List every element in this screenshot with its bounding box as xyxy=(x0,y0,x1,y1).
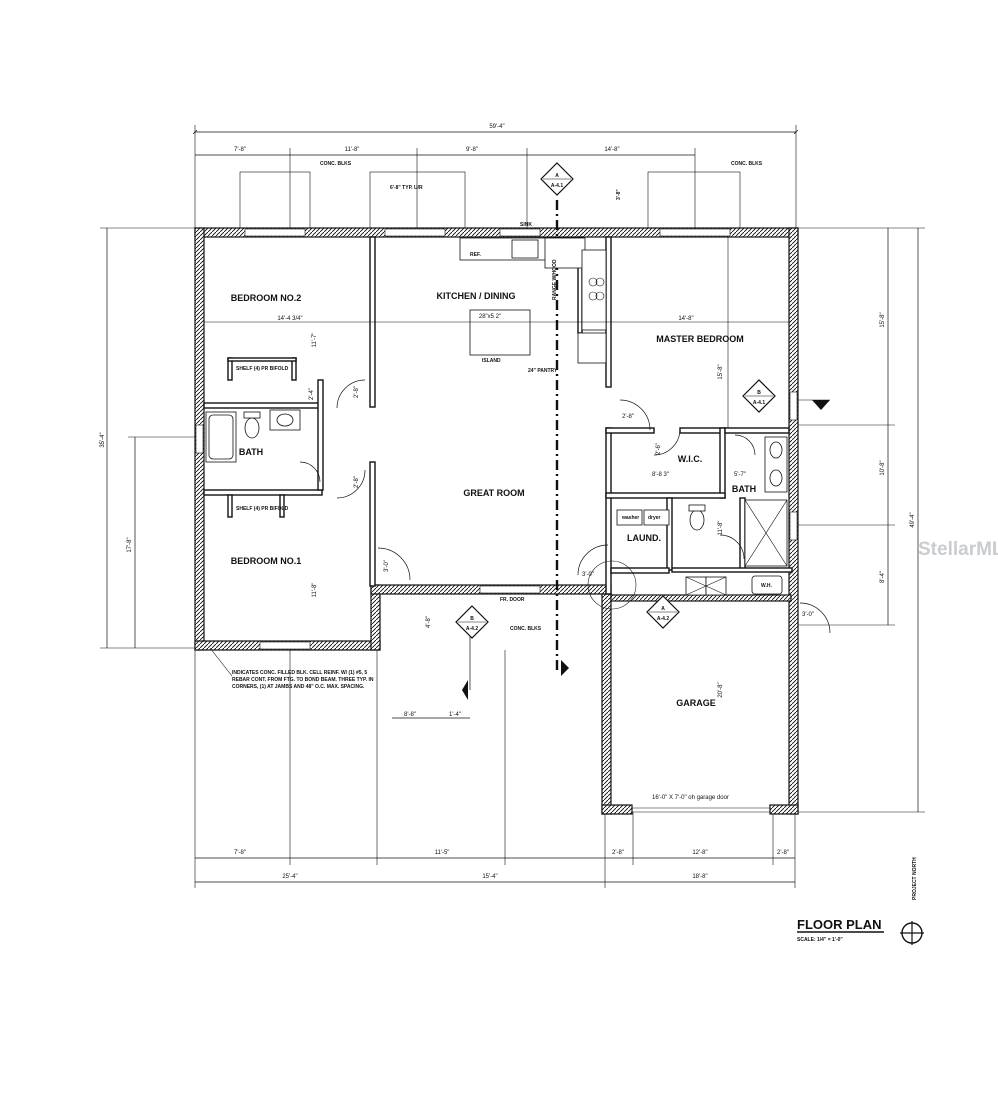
svg-text:A-4.2: A-4.2 xyxy=(657,616,669,622)
title-block: FLOOR PLAN SCALE: 1/4" = 1'-0" PROJECT N… xyxy=(797,857,924,945)
bottom-a-5: 2'-8" xyxy=(777,850,789,856)
bedroom2-width: 14'-4 3/4" xyxy=(277,316,302,322)
section-a-top-marker: A A-4.1 xyxy=(540,162,574,196)
north-arrow-icon xyxy=(900,921,924,945)
master-door-width: 2'-8" xyxy=(622,414,634,420)
windows xyxy=(195,228,798,650)
porch-dim-2: 1'-4" xyxy=(449,712,461,718)
conc-blk-note-1: CONC. BLKS xyxy=(320,161,352,167)
washer-note: washer xyxy=(621,515,639,521)
room-kitchen-dining: KITCHEN / DINING xyxy=(436,291,515,301)
left-dimensions: 35'-4" 17'-8" xyxy=(100,227,198,649)
shelf-note-2: SHELF (4) PR BIFOLD xyxy=(236,506,289,512)
top-seg-2: 11'-8" xyxy=(345,147,360,153)
bedroom2-door-width: 2'-8" xyxy=(354,386,360,398)
island-dim: 28"x5 2" xyxy=(479,314,501,320)
section-a-mid-marker: A A-4.2 xyxy=(646,595,680,629)
room-bedroom-2: BEDROOM NO.2 xyxy=(231,293,302,303)
room-great-room: GREAT ROOM xyxy=(463,488,524,498)
wic-width: 8'-8 3" xyxy=(652,472,669,478)
bedroom1-door-width: 2'-8" xyxy=(354,476,360,488)
bottom-a-4: 12'-8" xyxy=(692,850,707,856)
legend-note-text: INDICATES CONC. FILLED BLK. CELL REINF. … xyxy=(232,670,374,690)
section-markers: A A-4.1 B A-4.1 A A-4.2 B A-4.2 xyxy=(455,162,830,639)
closet-width: 5'-7" xyxy=(734,472,746,478)
bedroom2-depth: 11'-7" xyxy=(312,333,318,348)
plan-title: FLOOR PLAN xyxy=(797,917,882,932)
bedroom1-depth: 11'-8" xyxy=(312,583,318,598)
right-seg-2: 10'-8" xyxy=(880,460,886,475)
doors xyxy=(299,379,831,634)
conc-blk-note-3: CONC. BLKS xyxy=(510,626,542,632)
svg-text:A: A xyxy=(661,606,665,612)
section-b-right-marker: B A-4.1 xyxy=(742,379,830,413)
top-small-dim: 3'-8" xyxy=(616,189,622,200)
right-dimensions: 49'-4" 15'-8" 10'-8" 8'-4" xyxy=(798,227,925,813)
conc-blk-note-2: CONC. BLKS xyxy=(731,161,763,167)
fr-door-note: FR. DOOR xyxy=(500,597,525,603)
legend-note: INDICATES CONC. FILLED BLK. CELL REINF. … xyxy=(209,647,374,690)
bottom-a-2: 11'-5" xyxy=(435,850,450,856)
right-seg-1: 15'-8" xyxy=(880,312,886,327)
room-bath-2: BATH xyxy=(732,484,756,494)
svg-text:A-4.1: A-4.1 xyxy=(753,400,765,406)
interior-notes: 14'-4 3/4" 14'-8" 28"x5 2" ISLAND 24" PA… xyxy=(204,222,814,801)
bottom-b-1: 25'-4" xyxy=(282,874,297,880)
wic-door-width: 2'-6" xyxy=(656,443,662,455)
bottom-a-3: 2'-8" xyxy=(612,850,624,856)
svg-text:A: A xyxy=(555,173,559,179)
front-door-width: 3'-0" xyxy=(384,560,390,572)
top-seg-4: 14'-8" xyxy=(604,147,619,153)
master-width: 14'-8" xyxy=(678,316,693,322)
north-label: PROJECT NORTH xyxy=(912,857,918,900)
garage-side-door: 3'-0" xyxy=(802,612,814,618)
island-note: ISLAND xyxy=(482,358,501,364)
porch-depth-dim: 4'-8" xyxy=(426,616,432,628)
room-wic: W.I.C. xyxy=(678,454,703,464)
dryer-note: dryer xyxy=(648,515,661,521)
garage-depth: 20'-8" xyxy=(718,682,724,697)
room-laundry: LAUND. xyxy=(627,533,661,543)
porch-dim: 8'-8" xyxy=(404,712,416,718)
room-labels: BEDROOM NO.2 KITCHEN / DINING MASTER BED… xyxy=(231,291,756,708)
svg-text:B: B xyxy=(757,390,761,396)
bath-depth: 11'-8" xyxy=(718,521,724,536)
garage-entry-door: 3'-0" xyxy=(582,572,594,578)
stellarmls-watermark: StellarMLS xyxy=(918,539,998,560)
room-master-bedroom: MASTER BEDROOM xyxy=(656,334,744,344)
svg-text:B: B xyxy=(470,616,474,622)
master-depth: 15'-8" xyxy=(718,364,724,379)
top-seg-3: 9'-8" xyxy=(466,147,478,153)
top-seg-1: 7'-8" xyxy=(234,147,246,153)
fixtures xyxy=(205,237,788,596)
top-dimensions: 59'-4" 7'-8" 11'-8" 9'-8" 14'-8" CONC. B… xyxy=(195,124,796,232)
range-note: RANGE W/HOOD xyxy=(552,259,558,300)
sink-note: SINK xyxy=(520,222,532,228)
section-b-bottom-marker: B A-4.2 xyxy=(455,605,489,639)
room-garage: GARAGE xyxy=(676,698,716,708)
bottom-a-1: 7'-8" xyxy=(234,850,246,856)
room-bedroom-1: BEDROOM NO.1 xyxy=(231,556,302,566)
shelf-note-1: SHELF (4) PR BIFOLD xyxy=(236,366,289,372)
bottom-dimensions: 7'-8" 11'-5" 2'-8" 12'-8" 2'-8" 25'-4" 1… xyxy=(194,616,796,888)
garage-door-note: 16'-0" X 7'-0" oh garage door xyxy=(652,795,729,801)
ref-note: REF. xyxy=(470,252,481,258)
bottom-b-2: 15'-4" xyxy=(482,874,497,880)
right-overall-dim: 49'-4" xyxy=(910,512,916,527)
pantry-note: 24" PANTRY xyxy=(528,368,558,374)
left-partial-dim: 17'-8" xyxy=(127,537,133,552)
closet-door-width: 2'-4" xyxy=(309,388,315,400)
window-typ-dim: 6'-8" TYP. U/R xyxy=(390,185,423,191)
svg-text:A-4.1: A-4.1 xyxy=(551,183,563,189)
plan-scale: SCALE: 1/4" = 1'-0" xyxy=(797,937,843,943)
bottom-b-3: 18'-8" xyxy=(692,874,707,880)
left-overall-dim: 35'-4" xyxy=(100,432,106,447)
overall-top-dim: 59'-4" xyxy=(489,124,504,130)
right-seg-3: 8'-4" xyxy=(880,571,886,583)
room-bath-1: BATH xyxy=(239,447,263,457)
wh-note: W.H. xyxy=(761,583,772,589)
svg-text:A-4.2: A-4.2 xyxy=(466,626,478,632)
